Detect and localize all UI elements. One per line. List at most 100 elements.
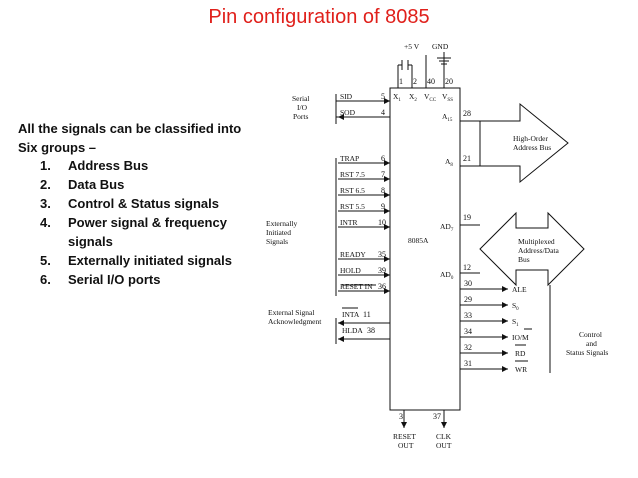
pin-number: 9 bbox=[381, 202, 385, 211]
pin-number: 31 bbox=[464, 359, 472, 368]
pin-number: 20 bbox=[445, 77, 453, 86]
pin-number: 8 bbox=[381, 186, 385, 195]
ext-group-label: Externally bbox=[266, 219, 297, 228]
ad0-label: AD0 bbox=[440, 270, 454, 281]
serial-group-label: Ports bbox=[293, 112, 309, 121]
io-m-label: IO/M bbox=[512, 333, 529, 342]
data-bus-arrow bbox=[479, 211, 585, 287]
serial-group-label: I/O bbox=[297, 103, 308, 112]
trap-label: TRAP bbox=[340, 154, 359, 163]
pin-number: 21 bbox=[463, 154, 471, 163]
sod-label: SOD bbox=[340, 108, 356, 117]
list-text: Control & Status signals bbox=[68, 196, 219, 211]
pin-number: 1 bbox=[399, 77, 403, 86]
pin-number: 29 bbox=[464, 295, 472, 304]
control-group-label: and bbox=[586, 339, 597, 348]
list-number: 5. bbox=[40, 253, 51, 268]
pin-number: 7 bbox=[381, 170, 385, 179]
wr-label: WR bbox=[515, 365, 527, 374]
list-text: Externally initiated signals bbox=[68, 253, 232, 268]
a8-label: A8 bbox=[445, 157, 453, 168]
list-number: 6. bbox=[40, 272, 51, 287]
list-text: Address Bus bbox=[68, 158, 149, 173]
list-text: Data Bus bbox=[68, 177, 125, 192]
list-text: Power signal & frequency signals bbox=[68, 215, 227, 249]
rst65-label: RST 6.5 bbox=[340, 186, 365, 195]
pin-number: 5 bbox=[381, 92, 385, 101]
list-number: 2. bbox=[40, 177, 51, 192]
slide-title: Pin configuration of 8085 bbox=[208, 6, 430, 28]
hlda-label: HLDA bbox=[342, 326, 363, 335]
intro-text: All the signals can be classified into S… bbox=[18, 121, 242, 155]
control-group-label: Control bbox=[579, 330, 602, 339]
x2-pin-label: X2 bbox=[409, 92, 417, 103]
pin-number: 2 bbox=[413, 77, 417, 86]
pin-number: 32 bbox=[464, 343, 472, 352]
pin-number: 10 bbox=[378, 218, 386, 227]
list-number: 3. bbox=[40, 196, 51, 211]
pin-number: 3 bbox=[399, 412, 403, 421]
a15-label: A15 bbox=[442, 112, 453, 123]
serial-group-label: Serial bbox=[292, 94, 310, 103]
address-bus-arrow bbox=[479, 102, 569, 184]
pin-number: 40 bbox=[427, 77, 435, 86]
x1-pin-label: X1 bbox=[393, 92, 401, 103]
reset-out-label: RESET bbox=[393, 432, 416, 441]
ext-group-label: Initiated bbox=[266, 228, 291, 237]
rd-label: RD bbox=[515, 349, 526, 358]
pin-number: 33 bbox=[464, 311, 472, 320]
list-item: 3. Control & Status signals bbox=[40, 194, 250, 213]
list-number: 4. bbox=[40, 215, 51, 230]
rst55-label: RST 5.5 bbox=[340, 202, 365, 211]
list-item: 4. Power signal & frequency signals bbox=[40, 213, 250, 251]
control-group-label: Status Signals bbox=[566, 348, 608, 357]
chip-body bbox=[389, 87, 461, 411]
data-bus-label: Bus bbox=[518, 255, 530, 264]
s1-label: S1 bbox=[512, 317, 519, 328]
vss-pin-label: VSS bbox=[442, 92, 453, 103]
ext-group-label: Signals bbox=[266, 237, 288, 246]
ad7-label: AD7 bbox=[440, 222, 454, 233]
clk-out-label: OUT bbox=[436, 441, 452, 450]
ack-group-label: External Signal bbox=[268, 308, 314, 317]
inta-label: INTA bbox=[342, 310, 360, 319]
ale-label: ALE bbox=[512, 285, 527, 294]
rst75-label: RST 7.5 bbox=[340, 170, 365, 179]
chip-name: 8085A bbox=[408, 236, 429, 245]
list-item: 6. Serial I/O ports bbox=[40, 270, 250, 289]
reset-in-label: RESET IN bbox=[340, 282, 373, 291]
pin-number: 35 bbox=[378, 250, 386, 259]
address-bus-label: High-Order bbox=[513, 134, 548, 143]
pin-number: 37 bbox=[433, 412, 441, 421]
pin-number: 30 bbox=[464, 279, 472, 288]
clk-out-label: CLK bbox=[436, 432, 452, 441]
data-bus-label: Multiplexed bbox=[518, 237, 555, 246]
gnd-label: GND bbox=[432, 42, 449, 51]
signal-group-list: 1. Address Bus 2. Data Bus 3. Control & Sta… bbox=[40, 156, 250, 289]
vcc-label: +5 V bbox=[404, 42, 420, 51]
list-item: 2. Data Bus bbox=[40, 175, 250, 194]
data-bus-label: Address/Data bbox=[518, 246, 559, 255]
list-number: 1. bbox=[40, 158, 51, 173]
pin-number: 4 bbox=[381, 108, 385, 117]
pin-number: 34 bbox=[464, 327, 472, 336]
ack-group-label: Acknowledgment bbox=[268, 317, 322, 326]
reset-out-label: OUT bbox=[398, 441, 414, 450]
ready-label: READY bbox=[340, 250, 366, 259]
list-item: 1. Address Bus bbox=[40, 156, 250, 175]
address-bus-label: Address Bus bbox=[513, 143, 551, 152]
hold-label: HOLD bbox=[340, 266, 361, 275]
list-text: Serial I/O ports bbox=[68, 272, 161, 287]
pin-number: 38 bbox=[367, 326, 375, 335]
sid-label: SID bbox=[340, 92, 353, 101]
list-item: 5. Externally initiated signals bbox=[40, 251, 250, 270]
pin-number: 28 bbox=[463, 109, 471, 118]
vcc-pin-label: VCC bbox=[424, 92, 437, 103]
s0-label: S0 bbox=[512, 301, 519, 312]
pin-number: 36 bbox=[378, 282, 386, 291]
intr-label: INTR bbox=[340, 218, 358, 227]
pin-number: 11 bbox=[363, 310, 371, 319]
pin-number: 19 bbox=[463, 213, 471, 222]
pin-number: 39 bbox=[378, 266, 386, 275]
